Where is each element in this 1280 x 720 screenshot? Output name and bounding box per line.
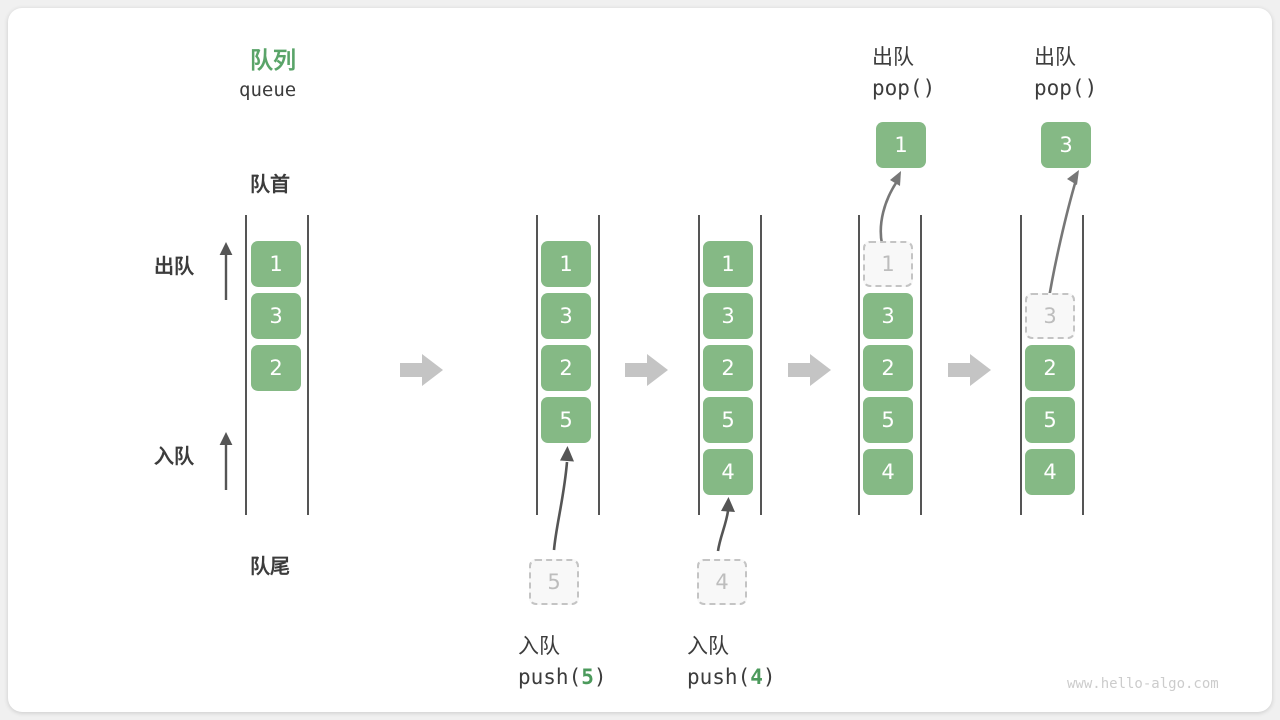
queue-cell: 2 bbox=[251, 345, 301, 391]
push4-label-cn: 入队 bbox=[687, 634, 729, 658]
queue-cell: 3 bbox=[541, 293, 591, 339]
push5-code-prefix: push( bbox=[518, 665, 582, 689]
queue-cell: 5 bbox=[1025, 397, 1075, 443]
push4-code-suffix: ) bbox=[762, 665, 776, 689]
push4-code-prefix: push( bbox=[687, 665, 751, 689]
push4-label-code: push(4) bbox=[687, 665, 776, 689]
queue-cell: 4 bbox=[703, 449, 753, 495]
queue-cell: 2 bbox=[863, 345, 913, 391]
queue-rail-right-stage5 bbox=[1082, 215, 1084, 515]
queue-rail-right-stage3 bbox=[760, 215, 762, 515]
incoming-ghost-cell: 5 bbox=[529, 559, 579, 605]
queue-cell: 2 bbox=[703, 345, 753, 391]
queue-rail-left-stage1 bbox=[245, 215, 247, 515]
push5-code-num: 5 bbox=[581, 665, 594, 689]
flow-arrow-icon bbox=[788, 353, 831, 387]
push5-label-cn: 入队 bbox=[518, 634, 560, 658]
pop-arrow-icon bbox=[856, 166, 916, 246]
queue-cell: 2 bbox=[1025, 345, 1075, 391]
diagram-title-cn: 队列 bbox=[250, 48, 296, 74]
watermark: www.hello-algo.com bbox=[1067, 676, 1219, 692]
queue-rail-right-stage2 bbox=[598, 215, 600, 515]
popped-cell: 1 bbox=[876, 122, 926, 168]
queue-cell: 2 bbox=[541, 345, 591, 391]
queue-rail-left-stage5 bbox=[1020, 215, 1022, 515]
pop2-label-cn: 出队 bbox=[1034, 45, 1076, 69]
popped-cell: 3 bbox=[1041, 122, 1091, 168]
pop1-label-cn: 出队 bbox=[872, 45, 914, 69]
queue-cell: 5 bbox=[703, 397, 753, 443]
queue-cell: 1 bbox=[703, 241, 753, 287]
dequeue-label: 出队 bbox=[154, 254, 194, 278]
queue-cell: 3 bbox=[703, 293, 753, 339]
flow-arrow-icon bbox=[625, 353, 668, 387]
pop1-label-code: pop() bbox=[872, 76, 936, 100]
push5-code-suffix: ) bbox=[593, 665, 607, 689]
pop-arrow-icon bbox=[1018, 166, 1098, 306]
queue-cell: 3 bbox=[863, 293, 913, 339]
flow-arrow-icon bbox=[948, 353, 991, 387]
queue-cell: 1 bbox=[541, 241, 591, 287]
flow-arrow-icon bbox=[400, 353, 443, 387]
queue-cell-ghost: 3 bbox=[1025, 293, 1075, 339]
queue-rail-left-stage2 bbox=[536, 215, 538, 515]
front-label: 队首 bbox=[250, 172, 290, 196]
push-arrow-icon bbox=[696, 493, 752, 553]
enqueue-label: 入队 bbox=[154, 444, 194, 468]
queue-rail-right-stage4 bbox=[920, 215, 922, 515]
dequeue-arrow-icon bbox=[214, 240, 238, 302]
queue-rail-left-stage3 bbox=[698, 215, 700, 515]
enqueue-arrow-icon bbox=[214, 430, 238, 492]
queue-cell: 4 bbox=[863, 449, 913, 495]
queue-rail-left-stage4 bbox=[858, 215, 860, 515]
queue-cell: 3 bbox=[251, 293, 301, 339]
queue-cell: 4 bbox=[1025, 449, 1075, 495]
queue-cell: 5 bbox=[541, 397, 591, 443]
pop2-label-code: pop() bbox=[1034, 76, 1098, 100]
push4-code-num: 4 bbox=[750, 665, 763, 689]
push-arrow-icon bbox=[528, 440, 588, 552]
queue-cell: 1 bbox=[251, 241, 301, 287]
rear-label: 队尾 bbox=[250, 554, 290, 578]
queue-rail-right-stage1 bbox=[307, 215, 309, 515]
queue-cell-ghost: 1 bbox=[863, 241, 913, 287]
incoming-ghost-cell: 4 bbox=[697, 559, 747, 605]
push5-label-code: push(5) bbox=[518, 665, 607, 689]
diagram-title-en: queue bbox=[239, 79, 297, 101]
diagram-card: 队列 queue 队首 队尾 出队 入队 1 3 2 1 3 2 5 bbox=[8, 8, 1272, 712]
queue-cell: 5 bbox=[863, 397, 913, 443]
